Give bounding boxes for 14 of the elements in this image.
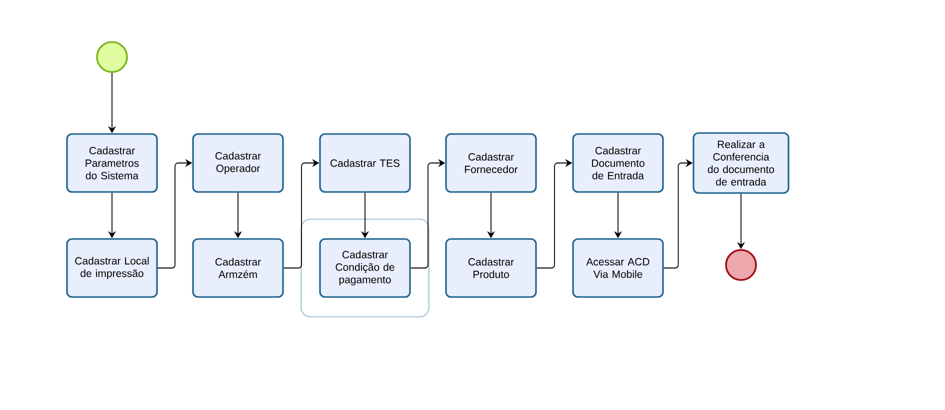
process-box: Cadastrar Condição de pagamento — [319, 238, 411, 298]
end-event-circle — [725, 249, 757, 281]
process-box: Cadastrar Operador — [192, 133, 284, 193]
group-box — [300, 218, 430, 318]
start-event-circle — [96, 41, 128, 73]
process-box: Realizar a Conferencia do documento de entrada — [692, 132, 790, 194]
process-box: Cadastrar Local de impressão — [66, 238, 158, 298]
process-box: Cadastrar Produto — [445, 238, 537, 298]
process-box: Cadastrar Parametros do Sistema — [66, 133, 158, 193]
process-box: Cadastrar Fornecedor — [445, 133, 537, 193]
process-box: Cadastrar TES — [319, 133, 411, 193]
process-box: Cadastrar Documento de Entrada — [572, 133, 664, 193]
process-box: Acessar ACD Via Mobile — [572, 238, 664, 298]
process-box: Cadastrar Armzém — [192, 238, 284, 298]
